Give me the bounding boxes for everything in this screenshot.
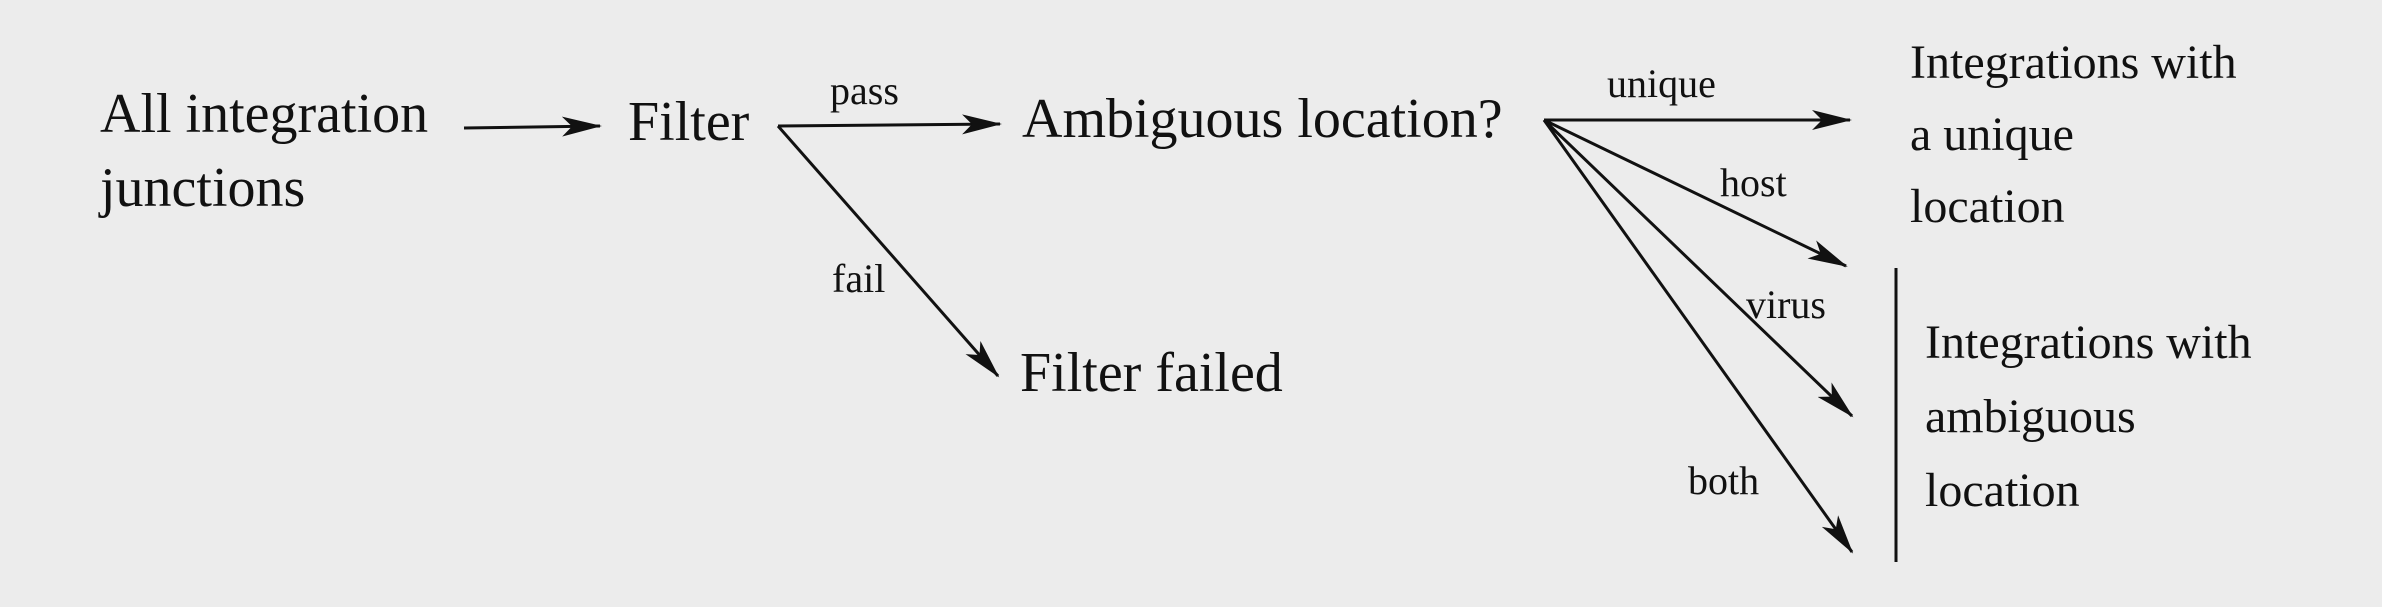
edge-label-host: host xyxy=(1720,160,1787,205)
node-start-line-1: All integration xyxy=(100,83,428,145)
edge-label-virus: virus xyxy=(1746,282,1826,327)
node-all-integration-junctions: All integration junctions xyxy=(98,83,442,219)
node-ambiguous-location: Ambiguous location? xyxy=(1022,88,1503,150)
node-ambiguous-result: Integrations with ambiguous location xyxy=(1925,316,2264,517)
node-ambiguous-line-1: Integrations with xyxy=(1925,316,2252,369)
arrow-pass xyxy=(777,114,1002,135)
edge-label-unique: unique xyxy=(1607,61,1716,106)
edge-label-pass: pass xyxy=(830,68,899,113)
node-unique-line-1: Integrations with xyxy=(1910,36,2237,89)
arrow-start-to-filter xyxy=(463,116,602,137)
node-unique-line-2: a unique xyxy=(1910,108,2074,161)
node-filter: Filter xyxy=(628,91,750,153)
arrow-fail xyxy=(776,125,1000,378)
node-unique-location: Integrations with a unique location xyxy=(1910,36,2249,233)
node-ambiguous-line-3: location xyxy=(1925,464,2080,517)
node-filter-failed: Filter failed xyxy=(1020,342,1283,404)
arrow-both xyxy=(1542,119,1854,554)
arrow-host xyxy=(1543,118,1848,268)
arrow-virus xyxy=(1542,118,1854,418)
node-unique-line-3: location xyxy=(1910,180,2065,233)
node-ambiguous-line-2: ambiguous xyxy=(1925,390,2136,443)
edge-label-both: both xyxy=(1688,458,1759,503)
node-start-line-2: junctions xyxy=(98,157,305,219)
edge-label-fail: fail xyxy=(832,256,885,301)
